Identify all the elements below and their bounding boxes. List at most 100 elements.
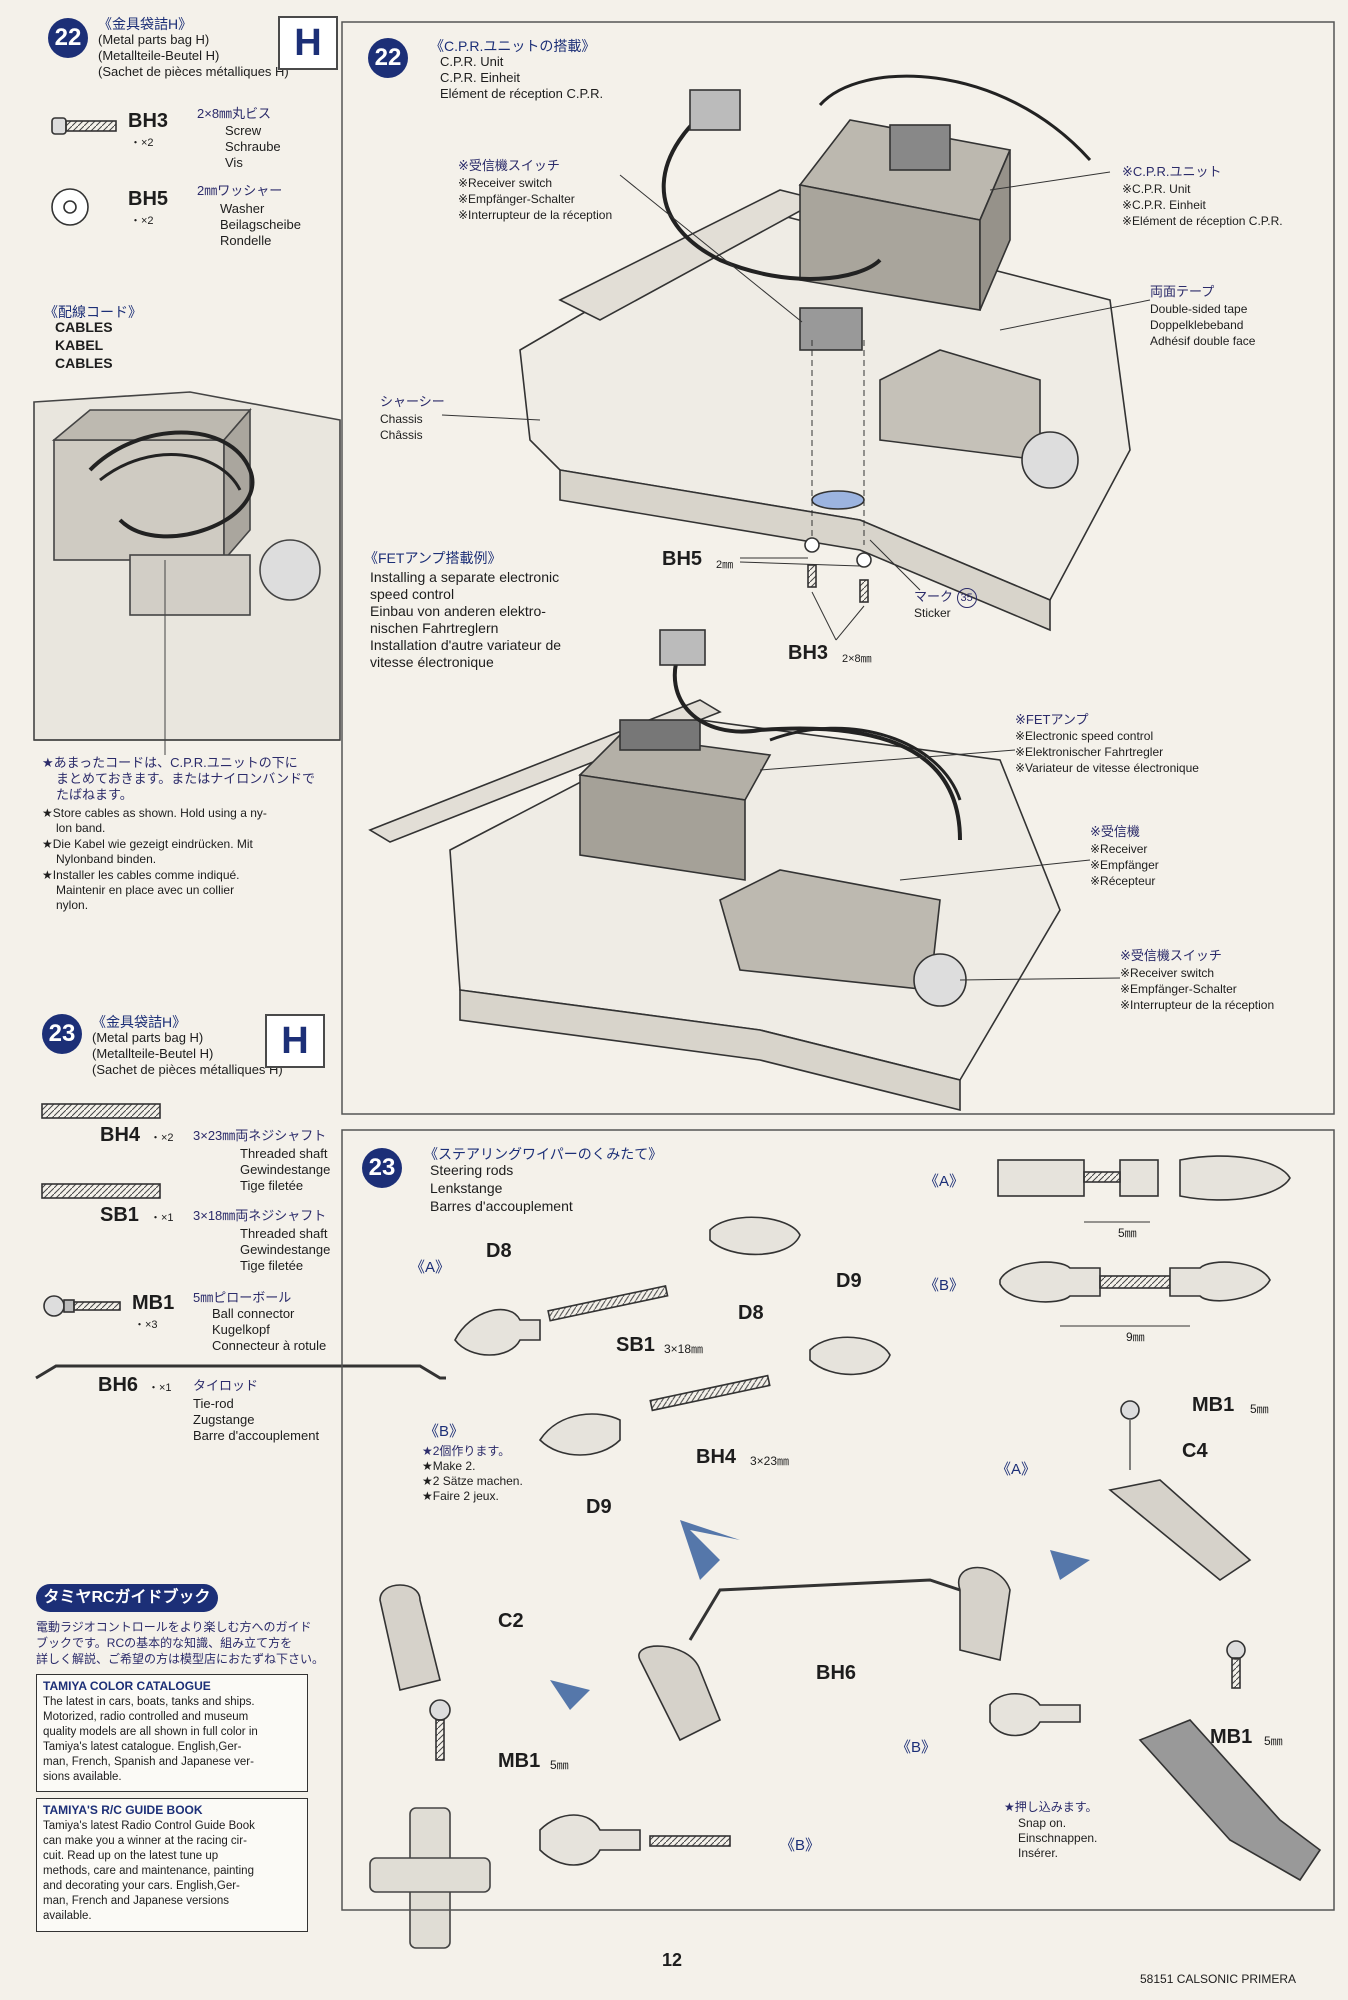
cpr-unit-jp: ※C.P.R.ユニット [1122,164,1222,179]
fet-de: ※Elektronischer Fahrtregler [1015,745,1164,759]
cpr-title-jp: 《C.P.R.ユニットの搭載》 [430,38,596,54]
label-mb1-top-size: 5㎜ [1250,1402,1269,1416]
bh6-fr: Barre d'accouplement [193,1428,320,1443]
fet-fr: ※Variateur de vitesse électronique [1015,761,1199,775]
bh3-code: BH3 [128,110,169,132]
guide-book-line: can make you a winner at the racing cir- [43,1835,247,1847]
label-b-left: 《B》 [424,1423,465,1440]
bh6-en: Tie-rod [193,1396,234,1411]
catalogue-line: sions available. [43,1771,122,1783]
label-c2: C2 [498,1610,524,1632]
switch2-jp: ※受信機スイッチ [1120,948,1222,963]
steering-title-jp: 《ステアリングワイパーのくみたて》 [424,1146,663,1162]
mb1-code: MB1 [132,1292,175,1314]
bag-h-label: H [278,16,338,70]
bh5-spec: 2㎜ワッシャー [197,183,283,198]
bh4-rod-drawing [41,1103,161,1119]
bh6-spec: タイロッド [193,1378,259,1393]
step-22-panel-badge: 22 [368,38,408,78]
bh6-code: BH6 [98,1374,139,1396]
bh5-qty: ・×2 [130,215,154,227]
sticker-number: 35 [956,588,977,608]
bh3-en: Screw [225,123,262,138]
step-22-bag-de: (Metallteile-Beutel H) [98,48,220,63]
fet-chassis-drawing [368,629,1121,1112]
store-note-de-1: ★Die Kabel wie gezeigt eindrücken. Mit [42,837,253,851]
bh3-qty: ・×2 [130,137,154,149]
receiver-fr: ※Récepteur [1090,874,1156,888]
tape-jp: 両面テープ [1150,284,1215,299]
bh4-en: Threaded shaft [240,1146,328,1161]
label-a-mid: 《A》 [996,1461,1037,1478]
mb1-fr: Connecteur à rotule [212,1338,327,1353]
make2-jp: ★2個作ります。 [422,1444,511,1458]
fet-example-en-2: speed control [370,586,455,602]
catalogue-line: quality models are all shown in full col… [43,1726,258,1738]
bh5-fr: Rondelle [220,233,272,248]
bh4-de: Gewindestange [240,1162,331,1177]
label-b-mid: 《B》 [896,1739,937,1756]
guide-jp-2: ブックです。RCの基本的な知識、組み立て方を [36,1636,293,1650]
cpr-unit-fr: ※Elément de réception C.P.R. [1122,214,1283,228]
receiver-jp: ※受信機 [1090,824,1140,839]
bh4-fr: Tige filetée [240,1178,304,1193]
switch2-de: ※Empfänger-Schalter [1120,982,1237,996]
dim-9mm: 9㎜ [1126,1330,1145,1344]
label-sb1: SB1 [616,1334,655,1356]
guide-book-line: Tamiya's latest Radio Control Guide Book [43,1820,255,1832]
mb1-spec: 5㎜ピローボール [193,1290,292,1305]
steering-rods-drawing [379,1155,1322,1882]
catalogue-title: TAMIYA COLOR CATALOGUE [43,1679,211,1693]
guide-book-box: TAMIYA'S R/C GUIDE BOOK Tamiya's latest … [36,1798,308,1932]
store-note-en-2: lon band. [56,821,106,835]
sticker-en: Sticker [914,606,951,620]
step-23-panel-frame [341,1129,1335,1911]
fet-example-de-2: nischen Fahrtreglern [370,620,499,636]
label-mb1-right: MB1 [1210,1726,1253,1748]
cpr-unit-de: ※C.P.R. Einheit [1122,198,1206,212]
sticker-jp: マーク 35 [914,588,977,608]
label-mb1-right-size: 5㎜ [1264,1734,1283,1748]
cables-en: CABLES [55,319,113,335]
cables-illustration [33,391,341,755]
receiver-en: ※Receiver [1090,842,1148,856]
snap-fr: Insérer. [1018,1846,1059,1860]
receiver-de: ※Empfänger [1090,858,1159,872]
snap-de: Einschnappen. [1018,1831,1098,1845]
fet-example-de-1: Einbau von anderen elektro- [370,603,546,619]
label-mb1-top: MB1 [1192,1394,1235,1416]
cables-fr: CABLES [55,355,113,371]
guide-book-title: TAMIYA'S R/C GUIDE BOOK [43,1803,203,1817]
step-22-badge: 22 [48,18,88,58]
store-note-de-2: Nylonband binden. [56,852,157,866]
switch2-fr: ※Interrupteur de la réception [1120,998,1275,1012]
mb1-en: Ball connector [212,1306,295,1321]
bh5-callout-size: 2㎜ [716,559,734,571]
label-bh6: BH6 [816,1662,857,1684]
make2-en: ★Make 2. [422,1459,476,1473]
make2-de: ★2 Sätze machen. [422,1474,523,1488]
tape-en: Double-sided tape [1150,302,1248,316]
label-d9-top: D9 [836,1270,862,1292]
store-note-fr-3: nylon. [56,898,89,912]
catalogue-text: The latest in cars, boats, tanks and shi… [43,1695,258,1785]
bh4-code: BH4 [100,1124,141,1146]
wrench-drawing [369,1807,491,1949]
step-23-panel-badge: 23 [362,1148,402,1188]
label-c4: C4 [1182,1440,1208,1462]
cpr-en: C.P.R. Unit [440,54,504,69]
label-a-dim: 《A》 [924,1173,965,1190]
step-22-panel-frame [341,21,1335,1115]
fet-example-fr-1: Installation d'autre variateur de [370,637,562,653]
bh5-en: Washer [220,201,265,216]
sb1-spec: 3×18㎜両ネジシャフト [193,1208,327,1223]
catalogue-line: Motorized, radio controlled and museum [43,1711,249,1723]
guide-book-line: man, French and Japanese versions [43,1895,230,1907]
label-b-dim: 《B》 [924,1277,965,1294]
step-22-bag-fr: (Sachet de pièces métalliques H) [98,64,289,79]
bh6-qty: ・×1 [148,1382,172,1394]
label-sb1-size: 3×18㎜ [664,1342,704,1356]
fet-example-jp: 《FETアンプ搭載例》 [364,550,502,566]
step-23-bag-fr: (Sachet de pièces métalliques H) [92,1062,283,1077]
